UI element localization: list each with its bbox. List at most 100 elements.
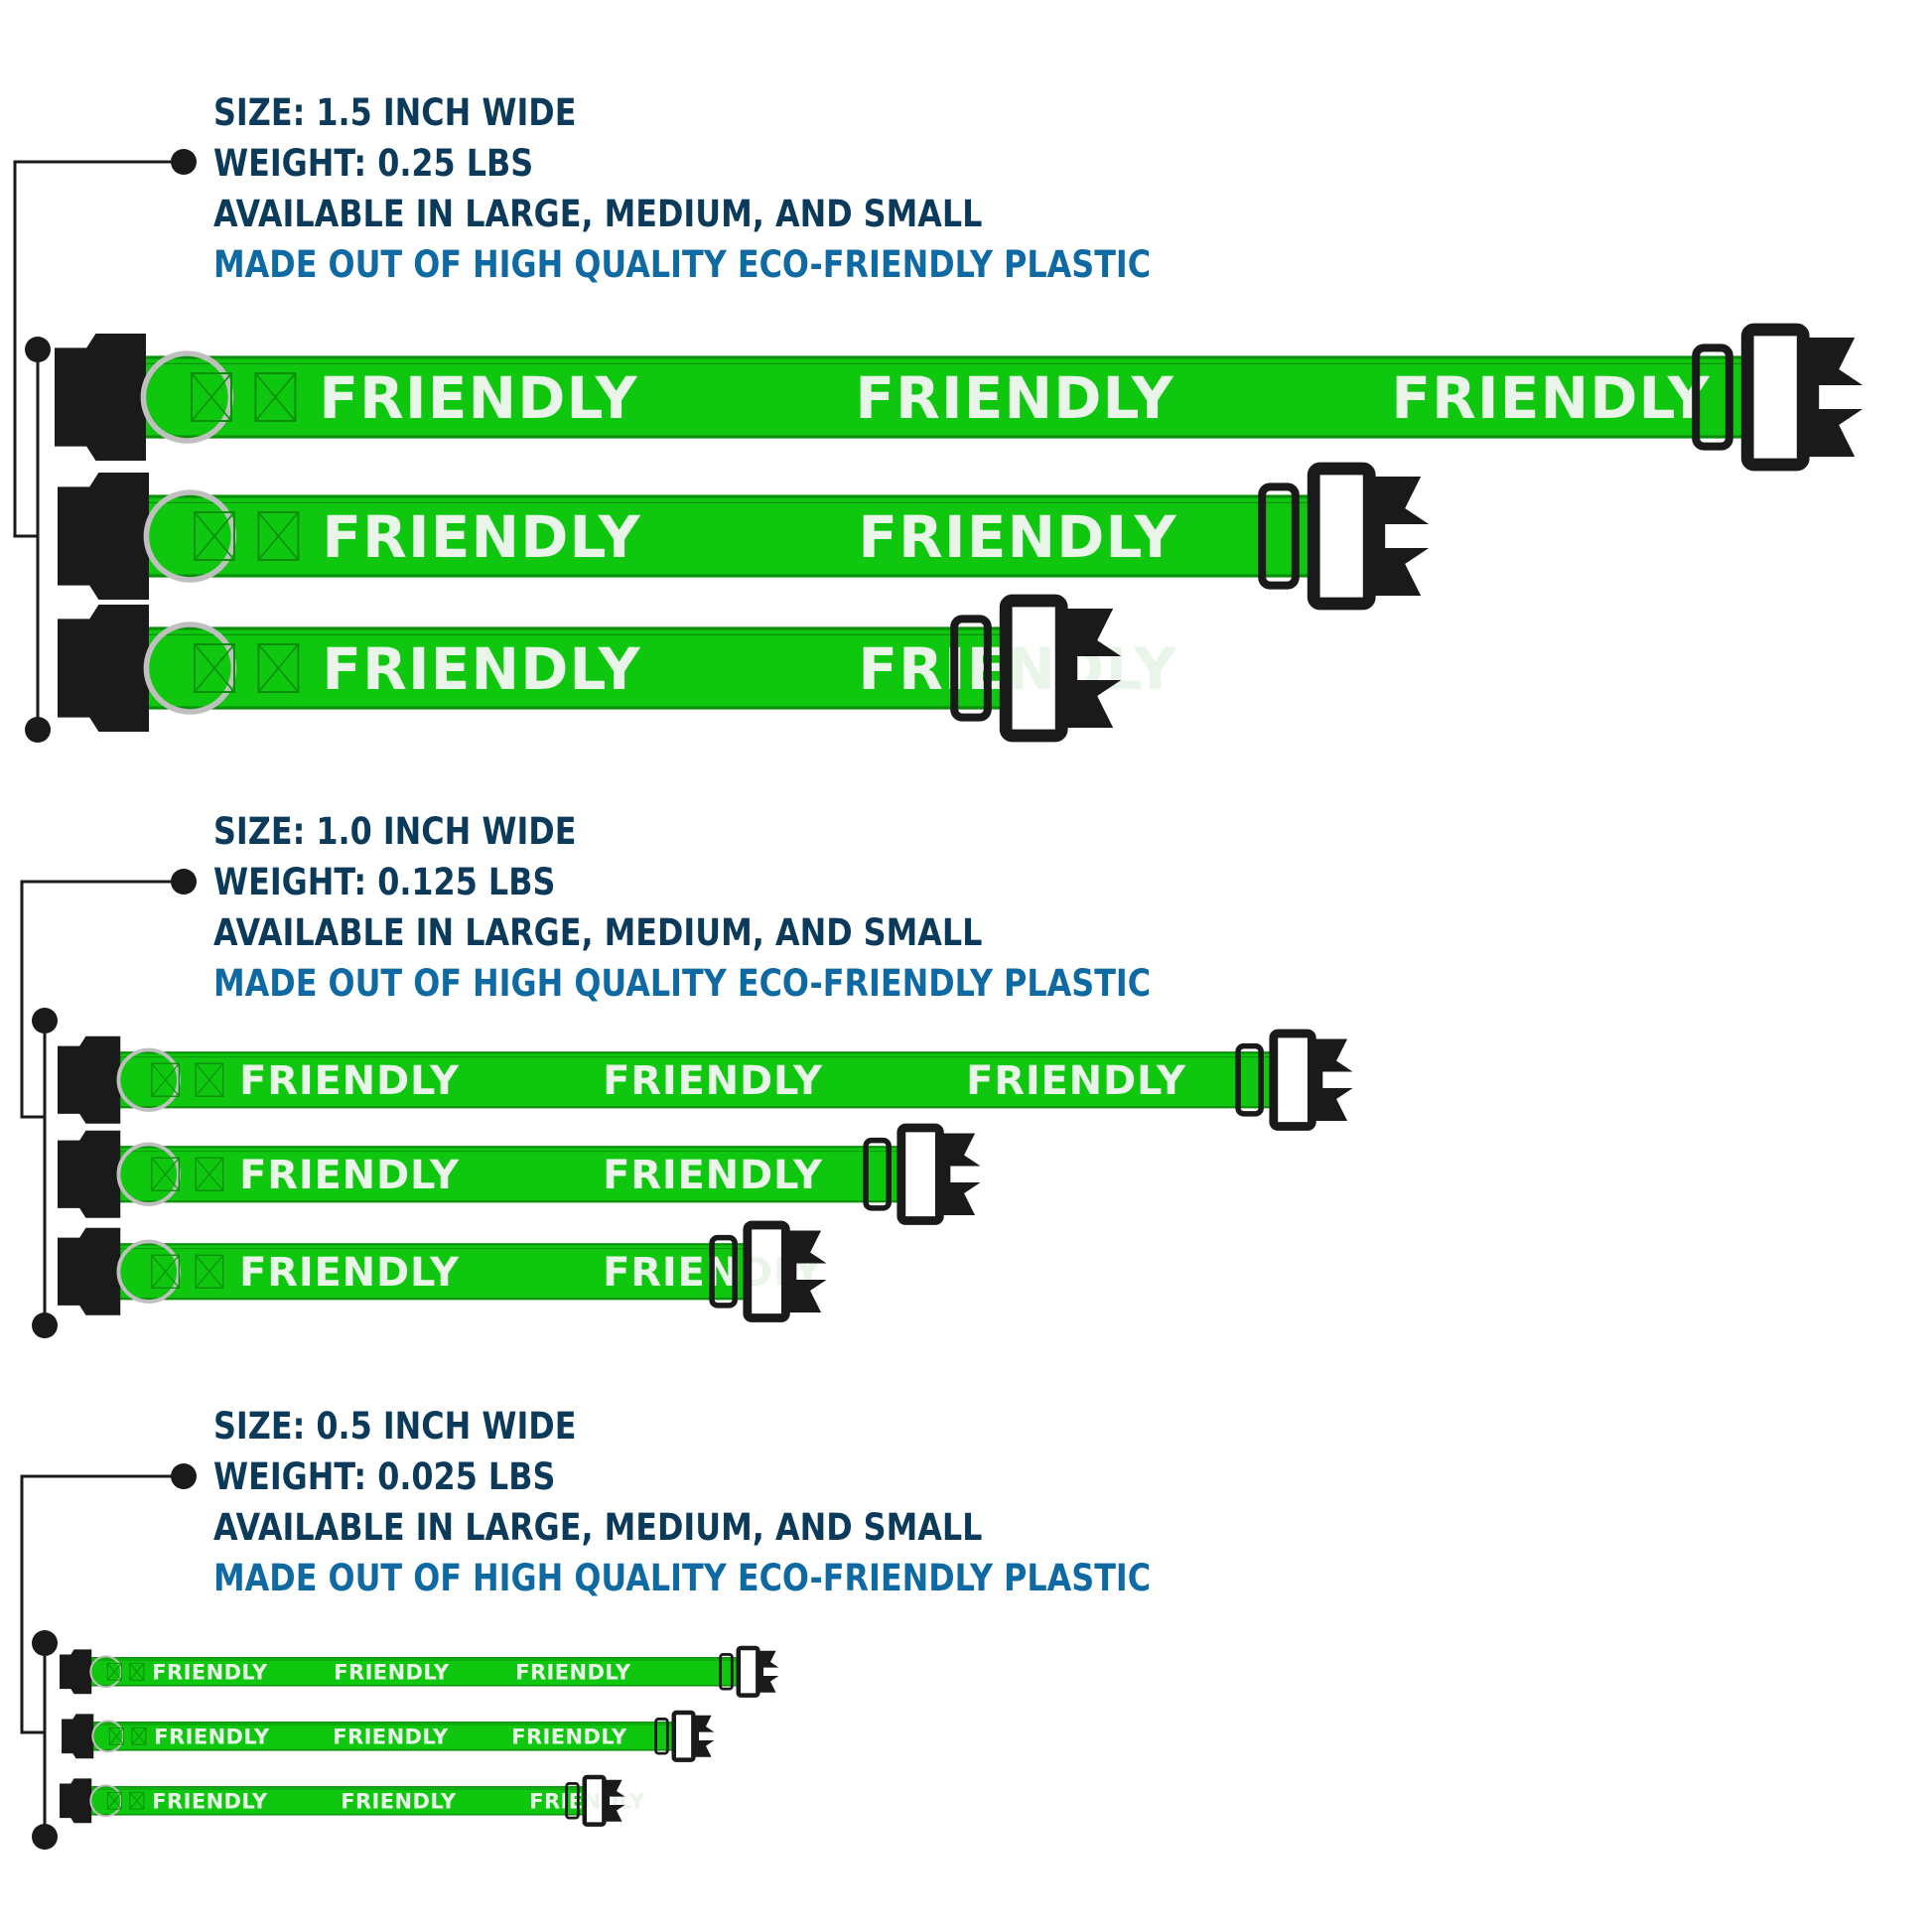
buckle-female — [999, 594, 1122, 743]
spec-text-block: SIZE: 1.5 INCH WIDE WEIGHT: 0.25 LBS AVA… — [213, 87, 1304, 290]
collar-label-text: FRIENDLY — [515, 1661, 631, 1685]
slide-adjuster — [1235, 1042, 1264, 1117]
buckle-female — [671, 1710, 715, 1763]
size-spec: SIZE: 1.5 INCH WIDE — [213, 91, 577, 134]
collar-label-text: FRIENDLY — [239, 1058, 460, 1104]
collar-label-text: FRIENDLY — [239, 1153, 460, 1198]
collar-strap — [138, 626, 1008, 710]
slide-adjuster — [863, 1137, 892, 1211]
size-spec: SIZE: 0.5 INCH WIDE — [213, 1405, 577, 1448]
box-stitch — [129, 1663, 145, 1681]
buckle-female — [1307, 462, 1430, 611]
buckle-male — [58, 605, 149, 732]
connector-dot — [171, 1463, 197, 1489]
buckle-male — [58, 473, 149, 600]
buckle-female — [897, 1123, 981, 1225]
collar-label-text: FRIENDLY — [319, 364, 637, 432]
collar-label-text: FRIENDLY — [333, 1725, 449, 1749]
collar-strap — [135, 355, 1749, 439]
collar-strap — [138, 494, 1315, 578]
box-stitch — [194, 643, 235, 693]
buckle-male — [58, 1130, 121, 1218]
collar-medium: FRIENDLY FRIENDLY FRIENDLY — [62, 1710, 735, 1763]
connector-dot — [32, 1824, 58, 1850]
availability-spec: AVAILABLE IN LARGE, MEDIUM, AND SMALL — [213, 911, 983, 954]
slide-adjuster — [709, 1234, 738, 1309]
size-spec: SIZE: 1.0 INCH WIDE — [213, 810, 577, 853]
box-stitch — [108, 1727, 124, 1745]
material-spec: MADE OUT OF HIGH QUALITY ECO-FRIENDLY PL… — [213, 1557, 1152, 1599]
collar-large: FRIENDLY FRIENDLY FRIENDLY — [60, 1645, 799, 1699]
spec-text-block: SIZE: 0.5 INCH WIDE WEIGHT: 0.025 LBS AV… — [213, 1401, 1304, 1603]
collar-label-text: FRIENDLY — [529, 1790, 645, 1814]
box-stitch — [195, 1062, 224, 1097]
slide-adjuster — [950, 615, 992, 722]
box-stitch — [254, 372, 297, 422]
collar-label-text: FRIENDLY — [858, 503, 1176, 571]
availability-spec: AVAILABLE IN LARGE, MEDIUM, AND SMALL — [213, 193, 983, 235]
buckle-female — [1740, 323, 1863, 472]
slide-adjuster — [719, 1653, 734, 1691]
box-stitch — [194, 511, 235, 561]
material-spec: MADE OUT OF HIGH QUALITY ECO-FRIENDLY PL… — [213, 243, 1152, 286]
box-stitch — [131, 1727, 147, 1745]
collar-label-text: FRIENDLY — [855, 364, 1173, 432]
slide-adjuster — [1692, 344, 1733, 451]
collar-large: FRIENDLY FRIENDLY FRIENDLY — [55, 323, 1921, 472]
connector-dot — [171, 869, 197, 895]
connector-dot — [25, 337, 51, 362]
slide-adjuster — [565, 1782, 580, 1820]
weight-spec: WEIGHT: 0.125 LBS — [213, 861, 556, 903]
box-stitch — [257, 643, 300, 693]
slide-adjuster — [1258, 483, 1300, 590]
collar-label-text: FRIENDLY — [966, 1058, 1186, 1104]
buckle-male — [60, 1649, 92, 1695]
connector-dot — [25, 717, 51, 743]
collar-strap — [87, 1786, 586, 1816]
buckle-male — [60, 1778, 92, 1824]
connector-dot — [32, 1630, 58, 1656]
box-stitch — [257, 511, 300, 561]
collar-label-text: FRIENDLY — [603, 1058, 823, 1104]
buckle-female — [736, 1645, 779, 1699]
box-stitch — [195, 1254, 224, 1289]
collar-label-text: FRIENDLY — [322, 635, 640, 703]
buckle-female — [743, 1220, 827, 1322]
collar-label-text: FRIENDLY — [1391, 364, 1710, 432]
collar-label-text: FRIENDLY — [511, 1725, 627, 1749]
box-stitch — [106, 1663, 122, 1681]
spec-text-block: SIZE: 1.0 INCH WIDE WEIGHT: 0.125 LBS AV… — [213, 806, 1304, 1009]
collar-strap — [89, 1722, 675, 1751]
collar-medium: FRIENDLY FRIENDLY — [58, 462, 1487, 611]
collar-label-text: FRIENDLY — [152, 1661, 268, 1685]
connector-dot — [32, 1312, 58, 1338]
box-stitch — [191, 372, 232, 422]
availability-spec: AVAILABLE IN LARGE, MEDIUM, AND SMALL — [213, 1506, 983, 1549]
collar-strap — [112, 1242, 749, 1301]
collar-label-text: FRIENDLY — [858, 635, 1176, 703]
box-stitch — [195, 1157, 224, 1191]
buckle-male — [55, 334, 146, 461]
box-stitch — [151, 1157, 181, 1191]
buckle-female — [1269, 1029, 1353, 1131]
collar-label-text: FRIENDLY — [334, 1661, 450, 1685]
box-stitch — [151, 1254, 181, 1289]
collar-label-text: FRIENDLY — [239, 1250, 460, 1296]
collar-label-text: FRIENDLY — [154, 1725, 270, 1749]
slide-adjuster — [654, 1718, 669, 1755]
collar-label-text: FRIENDLY — [341, 1790, 457, 1814]
collar-strap — [87, 1657, 740, 1687]
weight-spec: WEIGHT: 0.25 LBS — [213, 142, 534, 185]
collar-label-text: FRIENDLY — [152, 1790, 268, 1814]
collar-label-text: FRIENDLY — [322, 503, 640, 571]
collar-label-text: FRIENDLY — [603, 1153, 823, 1198]
box-stitch — [129, 1792, 145, 1810]
buckle-male — [62, 1714, 94, 1759]
buckle-female — [582, 1774, 625, 1828]
collar-medium: FRIENDLY FRIENDLY — [58, 1123, 1021, 1225]
box-stitch — [106, 1792, 122, 1810]
material-spec: MADE OUT OF HIGH QUALITY ECO-FRIENDLY PL… — [213, 962, 1152, 1005]
collar-large: FRIENDLY FRIENDLY FRIENDLY — [58, 1029, 1393, 1131]
